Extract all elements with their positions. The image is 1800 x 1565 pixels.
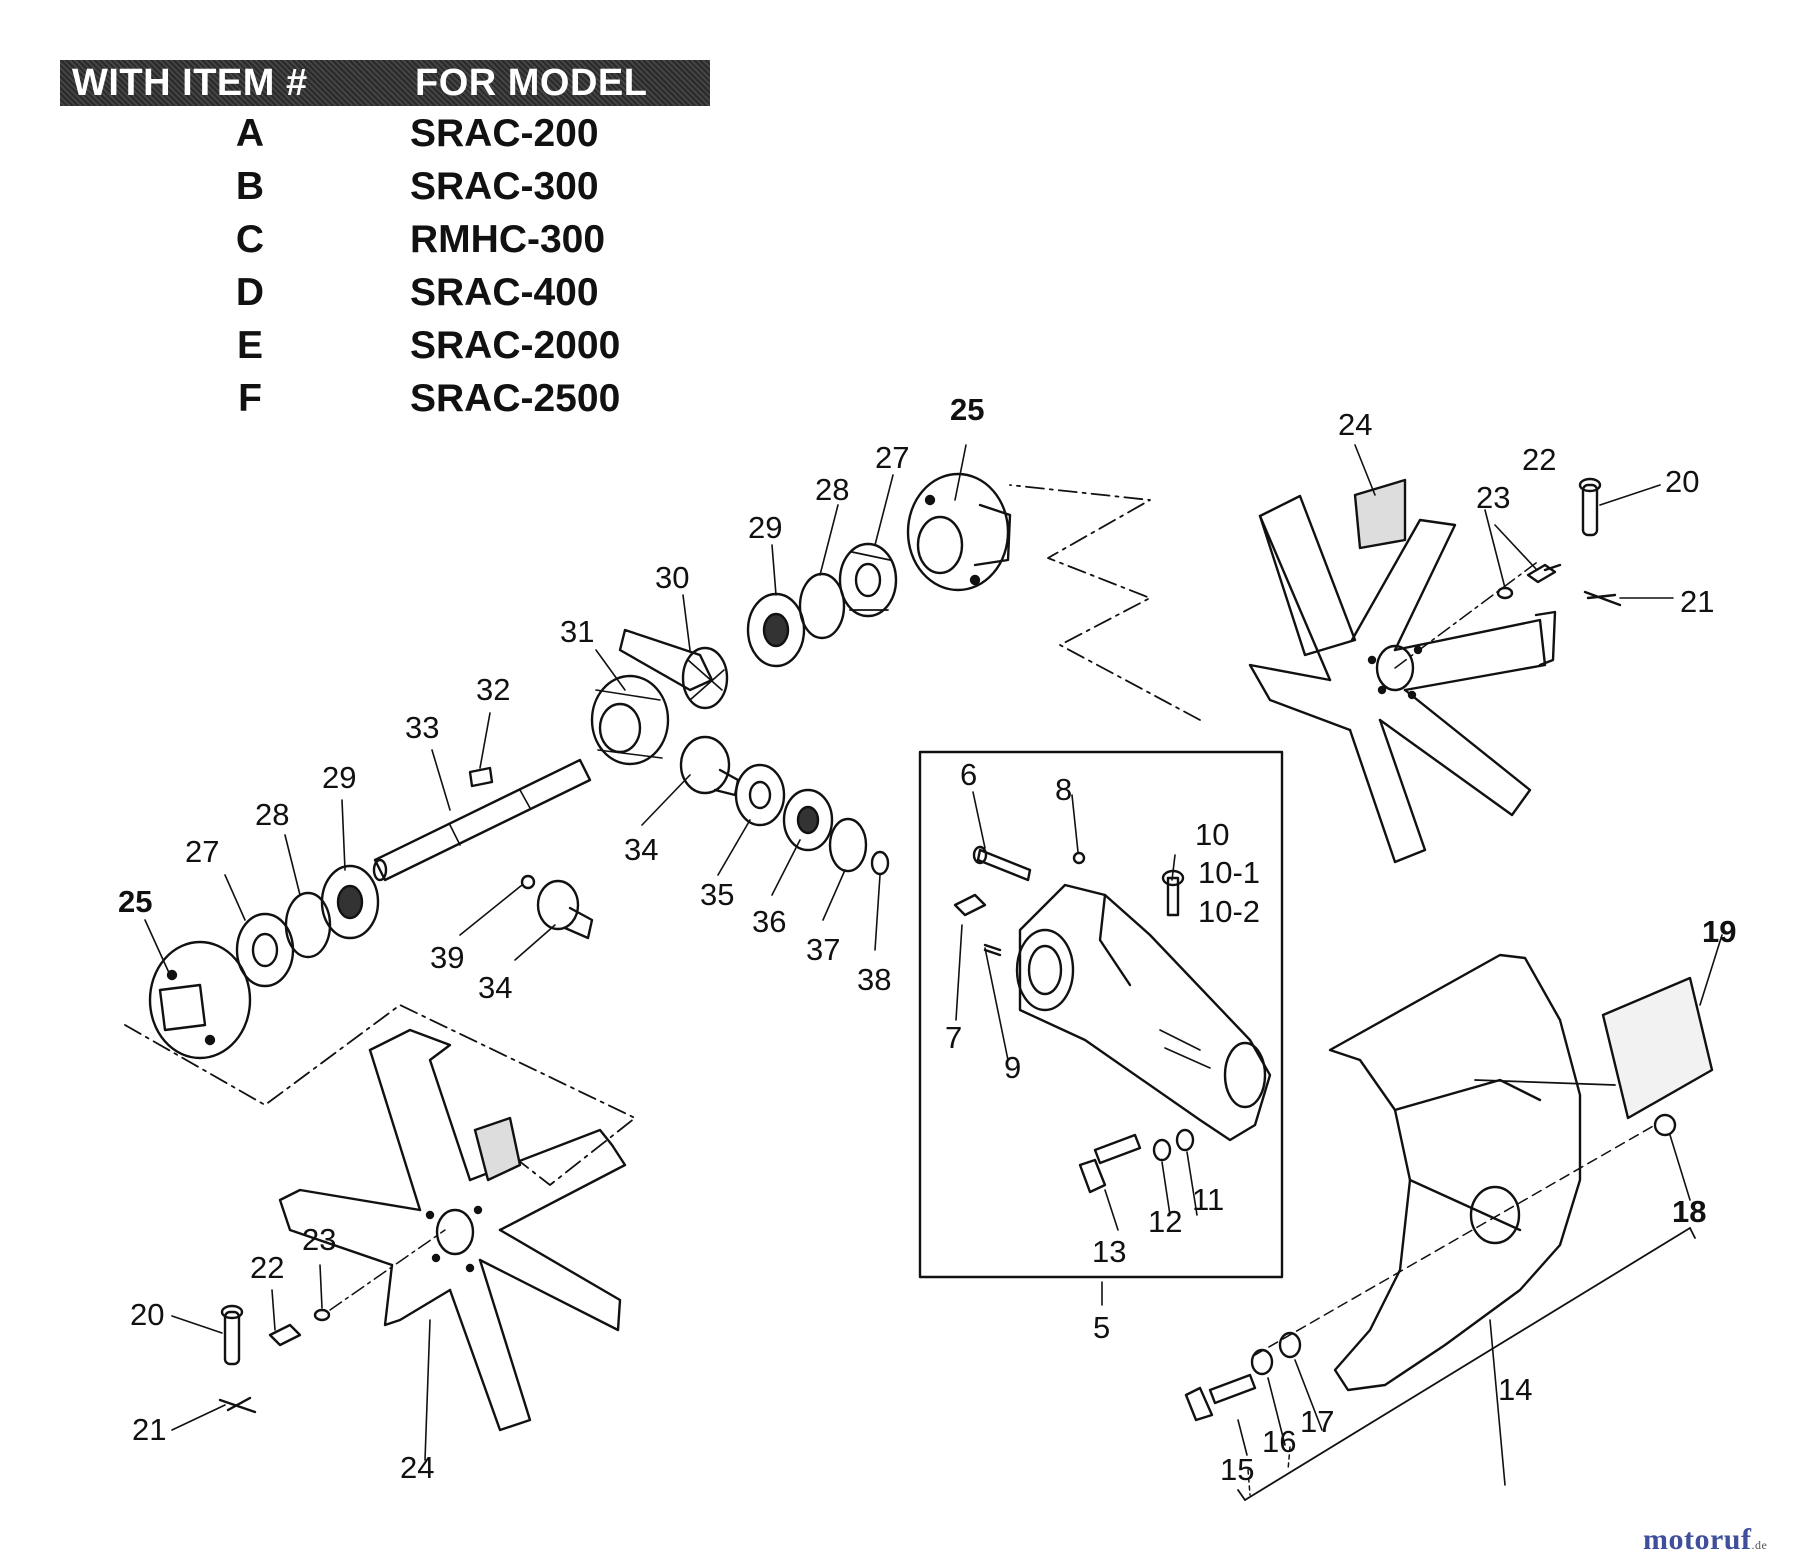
lower-flange	[148, 940, 252, 1060]
upper-right-tine	[1248, 478, 1557, 864]
callout-31: 31	[560, 614, 594, 649]
callout-28-lower: 28	[255, 797, 289, 832]
callout-10: 10	[1195, 817, 1229, 852]
callout-9: 9	[1004, 1050, 1021, 1085]
pinion-34-lower	[536, 879, 594, 940]
lower-bearing-27	[235, 912, 295, 988]
callout-24-upper: 24	[1338, 407, 1372, 442]
model-row: F SRAC-2500	[60, 377, 710, 430]
row-item: F	[238, 377, 262, 420]
row-item: B	[235, 165, 265, 208]
model-row: C RMHC-300	[60, 218, 710, 271]
row-model: SRAC-2000	[410, 324, 621, 367]
callout-21-lower: 21	[132, 1412, 166, 1447]
callout-22-upper: 22	[1522, 442, 1556, 477]
model-row: B SRAC-300	[60, 165, 710, 218]
callout-39: 39	[430, 940, 464, 975]
callout-8: 8	[1055, 772, 1072, 807]
lower-left-hardware	[218, 1304, 331, 1414]
callout-25-lower: 25	[118, 884, 152, 919]
decal-19	[1601, 976, 1714, 1120]
callout-25-upper: 25	[950, 392, 984, 427]
callout-27-upper: 27	[875, 440, 909, 475]
callout-30: 30	[655, 560, 689, 595]
upper-flange	[906, 472, 1012, 592]
callout-18: 18	[1672, 1194, 1706, 1229]
callout-10-1: 10-1	[1198, 855, 1260, 890]
callout-34-lower: 34	[478, 970, 512, 1005]
upper-bearing-27	[838, 542, 898, 618]
gear-case-bolts	[953, 845, 1195, 1194]
gear-31	[590, 674, 670, 766]
model-row: D SRAC-400	[60, 271, 710, 324]
callout-16: 16	[1262, 1424, 1296, 1459]
key-32	[468, 766, 494, 788]
shaft-33	[372, 758, 592, 882]
callout-5: 5	[1093, 1310, 1110, 1345]
watermark-logo[interactable]: motoruf.de	[1643, 1523, 1767, 1557]
callout-34-upper: 34	[624, 832, 658, 867]
header-model: FOR MODEL	[415, 61, 648, 104]
callout-20-upper: 20	[1665, 464, 1699, 499]
ring-37	[828, 817, 868, 873]
row-item: E	[236, 324, 263, 367]
callout-7: 7	[945, 1020, 962, 1055]
model-row: A SRAC-200	[60, 112, 710, 165]
row-model: SRAC-200	[410, 112, 599, 155]
callout-14: 14	[1498, 1372, 1532, 1407]
callout-32: 32	[476, 672, 510, 707]
callout-6: 6	[960, 757, 977, 792]
row-model: RMHC-300	[410, 218, 606, 261]
callout-12: 12	[1148, 1204, 1182, 1239]
gear-shaft-30	[618, 628, 729, 710]
shield-hardware	[1184, 1331, 1302, 1422]
row-model: SRAC-2500	[410, 377, 621, 420]
row-item: D	[235, 271, 265, 314]
callout-29-lower: 29	[322, 760, 356, 795]
callout-37: 37	[806, 932, 840, 967]
callout-10-2: 10-2	[1198, 894, 1260, 929]
callout-13: 13	[1092, 1234, 1126, 1269]
header-item: WITH ITEM #	[72, 61, 308, 104]
callout-36: 36	[752, 904, 786, 939]
bearing-36	[782, 788, 834, 852]
watermark-suffix: .de	[1751, 1538, 1768, 1552]
gear-case-housing	[1015, 883, 1272, 1142]
ring-39	[520, 874, 536, 890]
callout-22-lower: 22	[250, 1250, 284, 1285]
ring-38	[870, 850, 890, 876]
upper-right-hardware	[1496, 477, 1622, 607]
callout-35: 35	[700, 877, 734, 912]
callout-27-lower: 27	[185, 834, 219, 869]
upper-ring-28	[798, 572, 846, 640]
upper-bearing-29	[746, 592, 806, 668]
callout-17: 17	[1300, 1404, 1334, 1439]
gear-case-box	[918, 750, 1284, 1279]
row-item: A	[235, 112, 265, 155]
callout-28-upper: 28	[815, 472, 849, 507]
model-row: E SRAC-2000	[60, 324, 710, 377]
callout-21-upper: 21	[1680, 584, 1714, 619]
shield-14	[1328, 953, 1582, 1392]
row-item: C	[235, 218, 265, 261]
lower-left-tine	[278, 1028, 627, 1432]
callout-19: 19	[1702, 914, 1736, 949]
callout-23-lower: 23	[302, 1222, 336, 1257]
callout-38: 38	[857, 962, 891, 997]
row-model: SRAC-300	[410, 165, 599, 208]
callout-23-upper: 23	[1476, 480, 1510, 515]
model-table-header: WITH ITEM # FOR MODEL	[60, 60, 710, 106]
callout-24-lower: 24	[400, 1450, 434, 1485]
nut-18	[1653, 1113, 1677, 1137]
bearing-35	[734, 763, 786, 827]
watermark-text: motoruf	[1643, 1523, 1752, 1556]
callout-29-upper: 29	[748, 510, 782, 545]
callout-33: 33	[405, 710, 439, 745]
callout-11: 11	[1192, 1182, 1224, 1217]
pinion-34-upper	[679, 735, 740, 797]
callout-20-lower: 20	[130, 1297, 164, 1332]
callout-15: 15	[1220, 1452, 1254, 1487]
row-model: SRAC-400	[410, 271, 599, 314]
